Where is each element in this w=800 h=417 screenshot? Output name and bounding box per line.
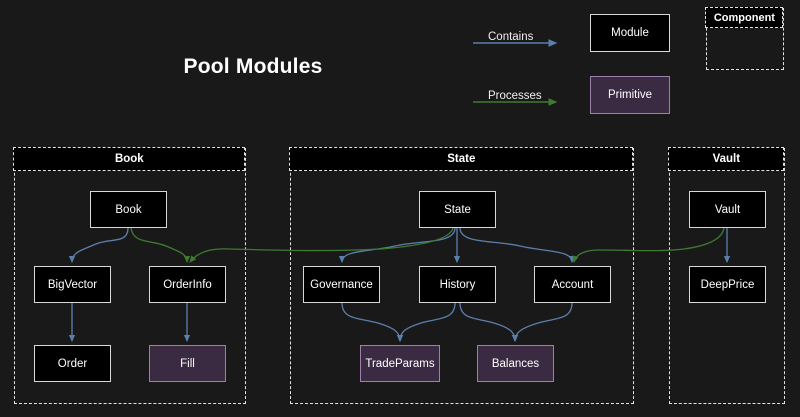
legend-component-label: Component bbox=[705, 7, 784, 29]
group-book[interactable]: Book bbox=[13, 147, 246, 404]
legend-component-box: Component bbox=[705, 7, 784, 70]
group-state[interactable]: State bbox=[289, 147, 634, 404]
group-vault-label: Vault bbox=[668, 147, 785, 172]
node-balances[interactable]: Balances bbox=[477, 345, 554, 382]
legend-module-box: Module bbox=[590, 14, 670, 52]
group-state-label: State bbox=[289, 147, 634, 172]
group-book-label: Book bbox=[13, 147, 246, 172]
node-book[interactable]: Book bbox=[90, 191, 167, 228]
node-bigvector[interactable]: BigVector bbox=[34, 266, 111, 303]
node-history[interactable]: History bbox=[419, 266, 496, 303]
legend-primitive-box: Primitive bbox=[590, 76, 670, 114]
node-state[interactable]: State bbox=[419, 191, 496, 228]
node-tradeparams[interactable]: TradeParams bbox=[360, 345, 440, 382]
node-governance[interactable]: Governance bbox=[303, 266, 380, 303]
node-vault[interactable]: Vault bbox=[689, 191, 766, 228]
node-fill[interactable]: Fill bbox=[149, 345, 226, 382]
node-account[interactable]: Account bbox=[534, 266, 611, 303]
node-orderinfo[interactable]: OrderInfo bbox=[149, 266, 226, 303]
legend-processes-label: Processes bbox=[488, 90, 542, 102]
node-deepprice[interactable]: DeepPrice bbox=[689, 266, 766, 303]
legend-contains-label: Contains bbox=[488, 31, 534, 43]
group-vault[interactable]: Vault bbox=[668, 147, 785, 404]
page-title: Pool Modules bbox=[183, 55, 323, 78]
node-order[interactable]: Order bbox=[34, 345, 111, 382]
